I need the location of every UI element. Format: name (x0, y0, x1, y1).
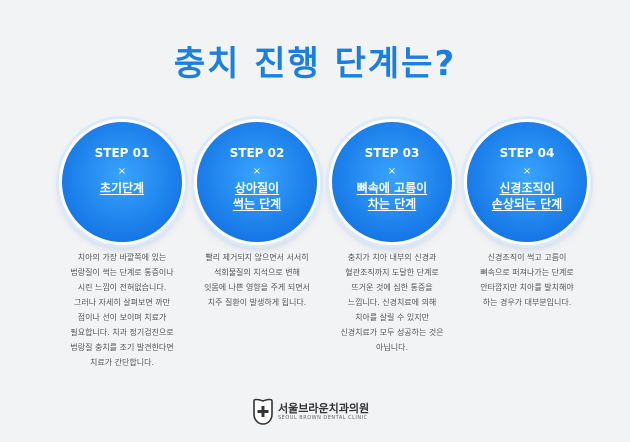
tooth-cross-logo-icon (253, 398, 273, 425)
clinic-logo: 서울브라운치과의원 SEOUL BROWN DENTAL CLINIC (250, 398, 390, 426)
step-circle-1: STEP 01 × 초기단계 (62, 122, 182, 242)
step-description-3: 충치가 치아 내부의 신경과 혈관조직까지 도달한 단계로 뜨거운 것에 심한 … (340, 253, 444, 352)
step-separator: × (387, 166, 397, 177)
step-name: 초기단계 (68, 180, 176, 196)
step-name-text: 초기단계 (99, 181, 145, 195)
step-label: STEP 04 (499, 146, 555, 160)
step-label: STEP 02 (229, 146, 285, 160)
step-description-4: 신경조직이 썩고 고름이 뼈속으로 퍼져나가는 단계로 안타깝지만 치아를 발치… (480, 253, 574, 307)
step-separator: × (522, 166, 532, 177)
step-label: STEP 01 (94, 146, 150, 160)
clinic-name: 서울브라운치과의원 (278, 402, 370, 415)
page-title: 충치 진행 단계는? (173, 44, 457, 84)
step-description-1: 치아의 가장 바깥쪽에 있는 법랑질이 썩는 단계로 통증이나 시린 느낌이 전… (70, 253, 174, 367)
step-separator: × (252, 166, 262, 177)
clinic-name-english: SEOUL BROWN DENTAL CLINIC (278, 415, 368, 421)
step-label: STEP 03 (364, 146, 420, 160)
step-separator: × (117, 166, 127, 177)
step-description-2: 빨리 제거되지 않으면서 서서히 석회물질의 치석으로 변해 잇몸에 나쁜 영향… (204, 253, 310, 307)
